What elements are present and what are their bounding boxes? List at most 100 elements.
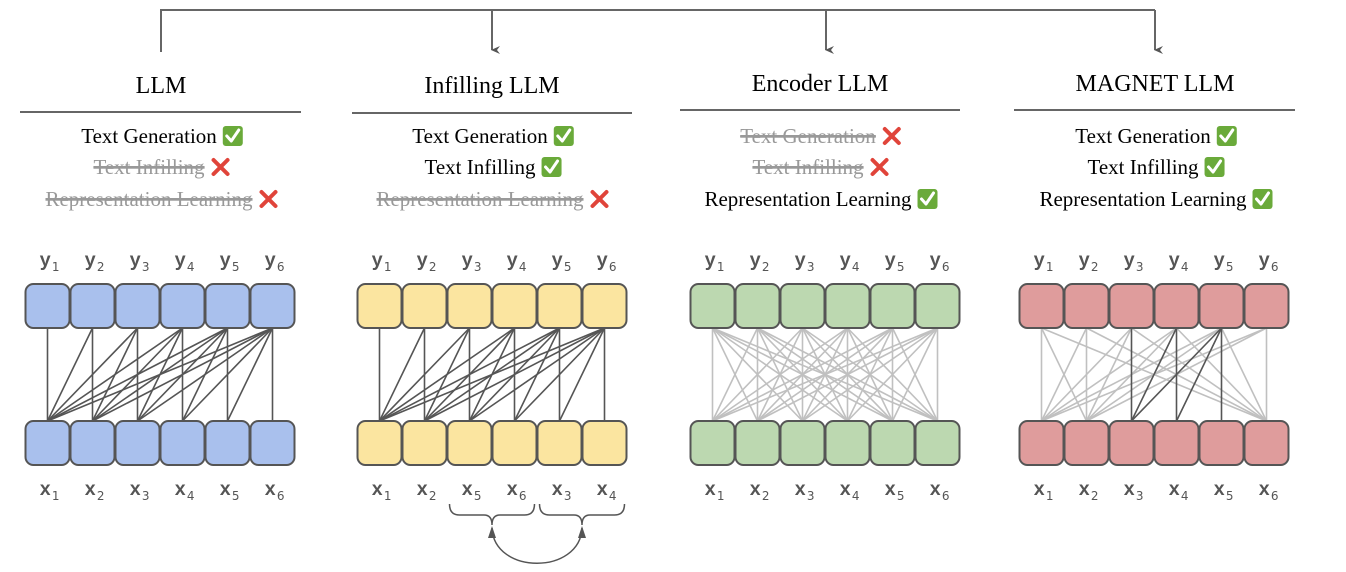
output-token-box: [689, 283, 736, 329]
input-token-box: [536, 420, 583, 466]
output-token-label: y5: [220, 250, 240, 274]
attention-edge: [1040, 327, 1088, 422]
input-token-label: x3: [1124, 479, 1144, 503]
attention-edge: [378, 327, 471, 422]
attention-edge: [757, 327, 938, 422]
capability-item: Text Infilling: [93, 155, 230, 179]
input-token-label: x2: [85, 479, 105, 503]
attention-edge: [1041, 327, 1177, 422]
input-token-box: [689, 420, 736, 466]
input-token-box: [204, 420, 251, 466]
attention-edge: [891, 327, 939, 422]
attention-edge: [379, 327, 560, 422]
attention-edge: [226, 327, 274, 422]
brace-span-2: [538, 503, 626, 526]
output-token-label: y2: [417, 250, 437, 274]
output-token-label: y5: [885, 250, 905, 274]
input-token-label: x2: [417, 479, 437, 503]
capability-label: Text Generation: [81, 124, 217, 148]
attention-edge: [47, 327, 273, 422]
output-token-label: y4: [1169, 250, 1189, 274]
attention-edge: [47, 327, 183, 422]
output-token-label: y6: [930, 250, 950, 274]
input-token-label: x5: [462, 479, 482, 503]
input-token-label: x3: [130, 479, 150, 503]
attention-edge: [379, 327, 515, 422]
output-token-label: y4: [507, 250, 527, 274]
cross-icon: [882, 127, 901, 145]
output-token-box: [1153, 283, 1200, 329]
output-token-label: y3: [795, 250, 815, 274]
attention-edge: [1220, 327, 1268, 422]
attention-edge: [1130, 327, 1223, 422]
attention-edge: [137, 327, 273, 422]
input-token-label: x1: [372, 479, 392, 503]
output-token-label: y3: [130, 250, 150, 274]
capability-label: Text Generation: [412, 124, 548, 148]
output-token-box: [159, 283, 206, 329]
top-connector: [160, 9, 1163, 54]
capability-item: Text Generation: [740, 124, 901, 148]
input-token-box: [249, 420, 296, 466]
input-token-box: [869, 420, 916, 466]
attention-edge: [1040, 327, 1133, 422]
input-token-box: [824, 420, 871, 466]
output-token-box: [536, 283, 583, 329]
input-token-label: x4: [597, 479, 617, 503]
attention-edge: [378, 327, 426, 422]
input-token-box: [581, 420, 628, 466]
output-token-label: y2: [1079, 250, 1099, 274]
check-icon: [553, 126, 574, 146]
panel-title: Infilling LLM: [424, 73, 559, 99]
input-token-label: x4: [840, 479, 860, 503]
input-token-box: [1018, 420, 1065, 466]
input-token-box: [69, 420, 116, 466]
output-token-box: [69, 283, 116, 329]
attention-edge: [92, 327, 273, 422]
span-swap-arrows: [448, 503, 626, 564]
attention-edge: [1130, 327, 1178, 422]
input-token-box: [1108, 420, 1155, 466]
attention-edge: [513, 327, 606, 422]
attention-edges: [711, 327, 939, 422]
swap-arc: [491, 527, 583, 564]
capability-label: Representation Learning: [704, 187, 912, 211]
output-token-box: [734, 283, 781, 329]
output-token-box: [824, 283, 871, 329]
output-token-box: [1243, 283, 1290, 329]
input-token-label: x3: [552, 479, 572, 503]
arrowhead-icon: [578, 526, 586, 538]
input-token-box: [779, 420, 826, 466]
attention-edges: [46, 327, 274, 422]
output-token-label: y3: [1124, 250, 1144, 274]
output-token-label: y5: [552, 250, 572, 274]
attention-edge: [469, 327, 605, 422]
output-token-box: [1063, 283, 1110, 329]
input-token-box: [1243, 420, 1290, 466]
connector-trunk: [160, 9, 1155, 52]
input-token-box: [734, 420, 781, 466]
input-token-label: x5: [220, 479, 240, 503]
attention-edge: [712, 327, 848, 422]
cross-icon: [211, 158, 230, 176]
input-token-label: x3: [795, 479, 815, 503]
output-token-label: y5: [1214, 250, 1234, 274]
input-token-box: [159, 420, 206, 466]
output-token-label: y4: [840, 250, 860, 274]
attention-edge: [47, 327, 228, 422]
input-token-box: [24, 420, 71, 466]
output-token-label: y1: [705, 250, 725, 274]
input-token-box: [114, 420, 161, 466]
check-icon: [1216, 126, 1237, 146]
output-token-box: [914, 283, 961, 329]
capability-label: Representation Learning: [1039, 187, 1247, 211]
panel-title: LLM: [136, 73, 187, 99]
capability-item: Text Generation: [81, 124, 243, 148]
input-token-label: x4: [175, 479, 195, 503]
output-token-box: [779, 283, 826, 329]
output-token-box: [446, 283, 493, 329]
